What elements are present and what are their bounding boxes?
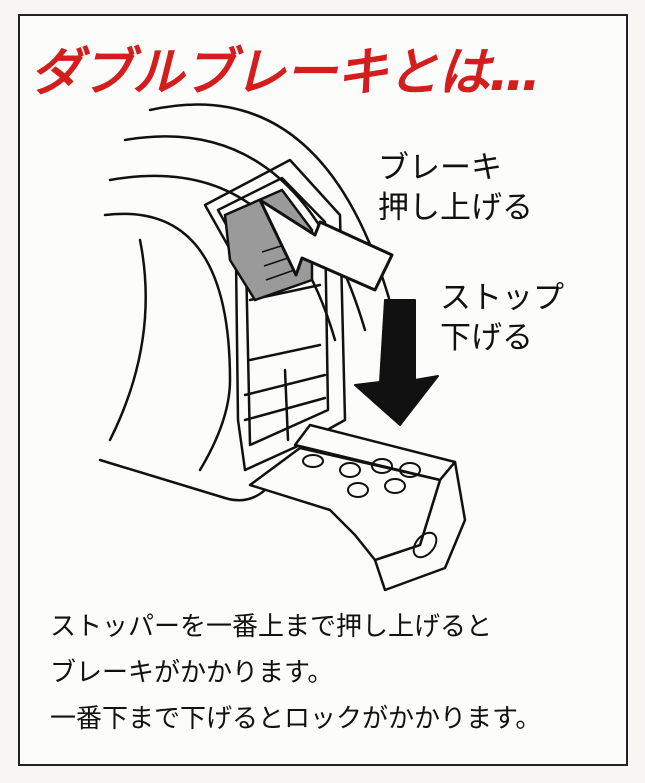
brake-label-line1: ブレーキ	[378, 150, 502, 186]
brake-label-line2: 押し上げる	[378, 190, 533, 226]
stop-label-line2: 下げる	[440, 320, 533, 356]
push-down-arrow	[354, 299, 439, 426]
caption: ストッパーを一番上まで押し上げると ブレーキがかかります。 一番下まで下げるとロ…	[50, 604, 541, 742]
case-bottom	[98, 458, 267, 502]
case-body-left	[103, 212, 232, 472]
case-inner-curve	[108, 238, 147, 442]
content-frame	[18, 14, 628, 766]
caption-line3: 一番下まで下げるとロックがかかります。	[50, 704, 542, 734]
push-up-arrow	[258, 198, 394, 292]
stop-label: ストップ 下げる	[440, 278, 564, 358]
page-title: ダブルブレーキとは…	[30, 43, 541, 103]
caption-line1: ストッパーを一番上まで押し上げると	[50, 612, 493, 642]
stop-label-line1: ストップ	[440, 280, 564, 316]
brake-label: ブレーキ 押し上げる	[378, 148, 533, 228]
caption-line2: ブレーキがかかります。	[50, 658, 334, 688]
tape-lower	[248, 446, 442, 562]
